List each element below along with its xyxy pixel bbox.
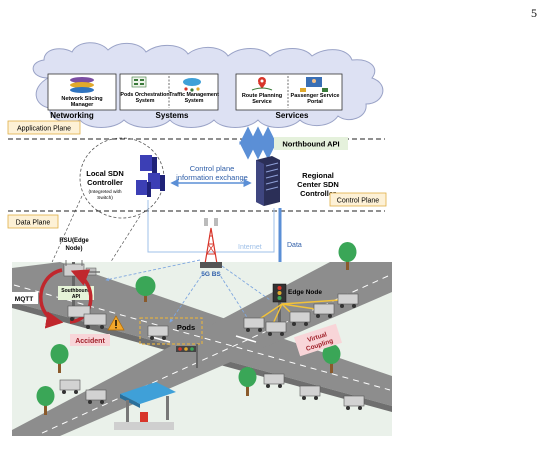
northbound-api-label: Northbound API — [282, 140, 339, 149]
control-info-label-1: Control plane — [190, 164, 235, 173]
local-sdn-note-1: (Integreted with — [88, 189, 121, 195]
page-number: 5 — [531, 6, 537, 21]
data-plane-label: Data Plane — [16, 220, 51, 227]
traffic-management-label-2: System — [185, 98, 204, 104]
pods-label: Pods — [177, 323, 195, 332]
pods-orchestration-label-2: System — [136, 98, 155, 104]
mqtt-label: MQTT — [15, 296, 33, 303]
services-title: Services — [276, 111, 309, 120]
local-sdn-label-1: Local SDN — [86, 169, 124, 178]
accident-label: Accident — [75, 338, 105, 345]
northbound-arrows — [248, 130, 268, 156]
control-info-label-2: information exchange — [176, 173, 248, 182]
route-planning-label-2: Service — [252, 99, 272, 105]
edge-node-label: Edge Node — [288, 289, 322, 296]
orchestration-icon — [132, 77, 146, 87]
southbound-label-2: API — [72, 294, 81, 300]
regional-server-icon — [256, 156, 280, 206]
regional-sdn-label-1: Regional — [302, 171, 334, 180]
5g-tower-icon — [200, 218, 222, 268]
systems-title: Systems — [156, 111, 189, 120]
regional-sdn-label-2: Center SDN — [297, 180, 339, 189]
networking-box: Network Slicing Manager — [48, 74, 116, 110]
rsu-label-1: RSU(Edge — [59, 238, 89, 244]
internet-label: Internet — [238, 244, 262, 251]
services-box: Route Planning Service Passenger Service… — [236, 74, 342, 110]
passenger-portal-label-2: Portal — [307, 99, 323, 105]
local-sdn-label-2: Controller — [87, 178, 123, 187]
systems-box: Pods Orchestration System Traffic Manage… — [120, 74, 219, 110]
networking-title: Networking — [50, 111, 94, 120]
control-plane-label: Control Plane — [337, 198, 380, 205]
application-plane-label: Application Plane — [17, 126, 71, 133]
local-sdn-note-2: Switch) — [97, 195, 113, 201]
rsu-label-2: Node) — [66, 246, 83, 252]
traffic-cloud-icon — [183, 78, 201, 86]
local-server-icon — [136, 155, 165, 197]
network-slicing-label-2: Manager — [71, 102, 94, 108]
data-label: Data — [287, 242, 302, 249]
